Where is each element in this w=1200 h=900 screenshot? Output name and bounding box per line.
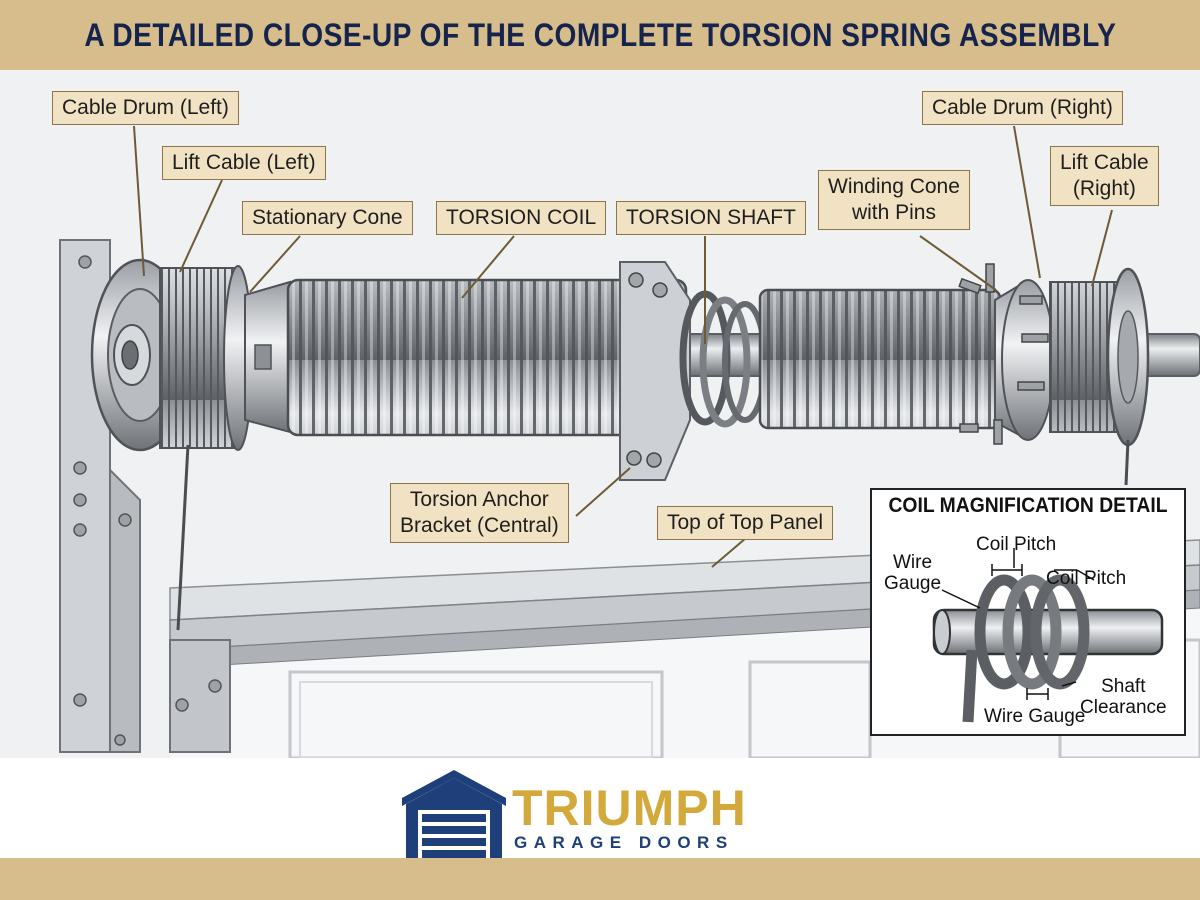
callout-stationary-cone: Stationary Cone [242, 201, 413, 235]
callout-cable-drum-left: Cable Drum (Left) [52, 91, 239, 125]
callout-anchor-bracket-line2: Bracket (Central) [400, 514, 559, 537]
detail-wire-gauge-top-line2: Gauge [884, 573, 942, 594]
bottom-band [0, 858, 1200, 900]
brand-name: TRIUMPH [512, 780, 747, 836]
callout-lift-cable-left: Lift Cable (Left) [162, 146, 326, 180]
callout-winding-cone-line2: with Pins [851, 201, 936, 224]
callout-lift-cable-right-line1: Lift Cable [1060, 151, 1149, 174]
detail-shaft-clearance: Shaft Clearance [1080, 676, 1167, 718]
callout-winding-cone: Winding Cone with Pins [818, 170, 970, 230]
detail-wire-gauge-top: Wire Gauge [884, 552, 941, 594]
detail-coil-pitch-top: Coil Pitch [976, 534, 1057, 555]
detail-shaft-clearance-line1: Shaft [1101, 676, 1146, 697]
callout-torsion-shaft: TORSION SHAFT [616, 201, 806, 235]
assembly-drawing [0, 70, 1200, 758]
detail-wire-gauge-bottom: Wire Gauge [984, 706, 1086, 727]
detail-coil-pitch-right: Coil Pitch [1046, 568, 1127, 589]
callout-cable-drum-right: Cable Drum (Right) [922, 91, 1123, 125]
callout-torsion-coil: TORSION COIL [436, 201, 607, 235]
page-title: A DETAILED CLOSE-UP OF THE COMPLETE TORS… [84, 16, 1116, 53]
callout-top-panel: Top of Top Panel [657, 506, 834, 540]
brand-subtitle: GARAGE DOORS [514, 833, 734, 852]
callout-lift-cable-right-line2: (Right) [1072, 177, 1136, 200]
coil-detail-title: COIL MAGNIFICATION DETAIL [888, 494, 1168, 517]
coil-detail-drawing [932, 548, 1164, 723]
detail-shaft-clearance-line2: Clearance [1080, 697, 1167, 718]
brand-logo: TRIUMPH GARAGE DOORS [0, 758, 1200, 858]
assembly-illustration: Cable Drum (Left) Lift Cable (Left) Stat… [0, 70, 1200, 758]
garage-logo-icon [402, 770, 506, 858]
detail-wire-gauge-top-line1: Wire [892, 552, 933, 573]
title-band: A DETAILED CLOSE-UP OF THE COMPLETE TORS… [0, 0, 1200, 70]
callout-anchor-bracket-line1: Torsion Anchor [409, 488, 549, 511]
callout-winding-cone-line1: Winding Cone [828, 175, 960, 198]
coil-detail-box: COIL MAGNIFICATION DETAIL [870, 488, 1186, 736]
callout-anchor-bracket: Torsion Anchor Bracket (Central) [390, 483, 569, 543]
callout-lift-cable-right: Lift Cable (Right) [1050, 146, 1159, 206]
